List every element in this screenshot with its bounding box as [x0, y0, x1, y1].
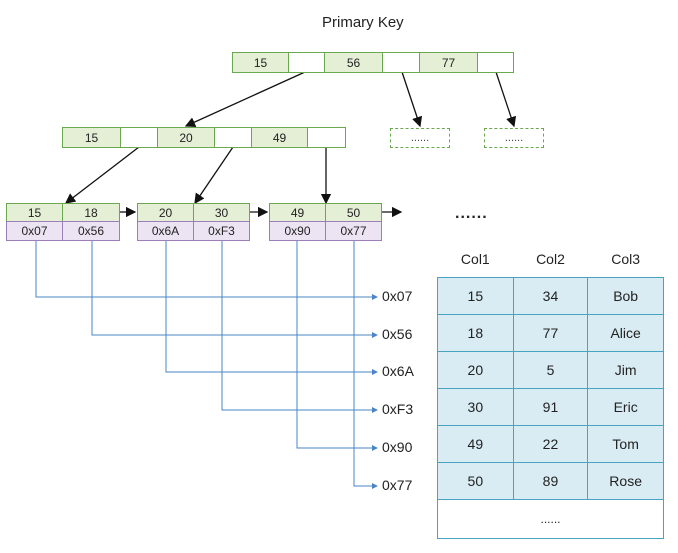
rowid-pointer-0x07 [35, 241, 378, 300]
rowid-pointer-0x90 [296, 241, 378, 451]
table-more-row: ...... [437, 499, 664, 539]
table-cell: 49 [437, 425, 514, 463]
root-to-level2-arrow [184, 71, 306, 127]
column-header: Col1 [460, 251, 490, 267]
column-header: Col2 [536, 251, 565, 267]
level2-to-leaf2-arrow [194, 146, 234, 205]
table-cell: Alice [587, 314, 664, 352]
leaf-ellipsis: ...... [455, 205, 488, 222]
leaf-rowid: 0x90 [269, 221, 326, 241]
table-cell: Bob [587, 277, 664, 315]
table-cell: Rose [587, 462, 664, 500]
leaf-rowid: 0x77 [325, 221, 382, 241]
level2-key: 49 [251, 127, 308, 148]
row-address-label: 0xF3 [382, 401, 414, 417]
table-cell: 77 [512, 314, 589, 352]
table-cell: Eric [587, 388, 664, 426]
level2-pointer-slot [120, 127, 158, 148]
table-row: 20 5 Jim [437, 351, 664, 389]
table-row: 18 77 Alice [437, 314, 664, 352]
leaf-key: 15 [6, 203, 63, 222]
table-row: 30 91 Eric [437, 388, 664, 426]
table-cell: Tom [587, 425, 664, 463]
leaf-rowid: 0x56 [62, 221, 120, 241]
rowid-pointer-0x77 [353, 241, 378, 489]
root-key: 77 [419, 52, 478, 73]
leaf-rowid: 0x07 [6, 221, 63, 241]
column-header: Col3 [611, 251, 641, 267]
leaf-key: 49 [269, 203, 326, 222]
table-cell: Jim [587, 351, 664, 389]
dashed-child-node: ...... [390, 128, 450, 148]
table-row: 50 89 Rose [437, 462, 664, 500]
table-cell: 50 [437, 462, 514, 500]
root-key: 56 [324, 52, 383, 73]
row-address-label: 0x6A [382, 363, 414, 379]
dashed-child-node: ...... [484, 128, 544, 148]
root-pointer-slot [382, 52, 420, 73]
rowid-pointer-0x56 [91, 241, 378, 338]
leaf-key: 50 [325, 203, 382, 222]
data-table: Col1 Col2 Col3 15 34 Bob 18 77 Alice 20 … [437, 241, 664, 539]
level2-key: 20 [157, 127, 215, 148]
table-cell: 89 [512, 462, 589, 500]
leaf-key: 20 [137, 203, 194, 222]
row-address-label: 0x56 [382, 326, 413, 342]
leaf-rowid: 0x6A [137, 221, 194, 241]
table-cell: 15 [437, 277, 514, 315]
table-cell: 20 [437, 351, 514, 389]
root-to-dashed1-arrow [401, 71, 423, 128]
table-row: 49 22 Tom [437, 425, 664, 463]
level2-key: 15 [62, 127, 121, 148]
leaf-key: 18 [62, 203, 120, 222]
row-address-label: 0x07 [382, 288, 413, 304]
level2-to-leaf1-arrow [64, 146, 140, 204]
row-address-label: 0x77 [382, 477, 413, 493]
root-key: 15 [232, 52, 289, 73]
leaf-rowid: 0xF3 [193, 221, 250, 241]
level2-pointer-slot [307, 127, 346, 148]
table-cell: 22 [512, 425, 589, 463]
table-more-cell: ...... [437, 499, 664, 539]
table-cell: 34 [512, 277, 589, 315]
diagram-title: Primary Key [322, 14, 404, 31]
row-address-label: 0x90 [382, 439, 413, 455]
table-cell: 91 [512, 388, 589, 426]
table-header-row: Col1 Col2 Col3 [438, 241, 664, 278]
root-pointer-slot [288, 52, 325, 73]
level2-pointer-slot [214, 127, 252, 148]
table-cell: 5 [512, 351, 589, 389]
root-pointer-slot [477, 52, 514, 73]
table-row: 15 34 Bob [437, 277, 664, 315]
table-cell: 30 [437, 388, 514, 426]
leaf-key: 30 [193, 203, 250, 222]
root-to-dashed2-arrow [495, 71, 517, 128]
table-cell: 18 [437, 314, 514, 352]
rowid-pointer-0x6A [165, 241, 378, 375]
rowid-pointer-0xF3 [221, 241, 378, 413]
